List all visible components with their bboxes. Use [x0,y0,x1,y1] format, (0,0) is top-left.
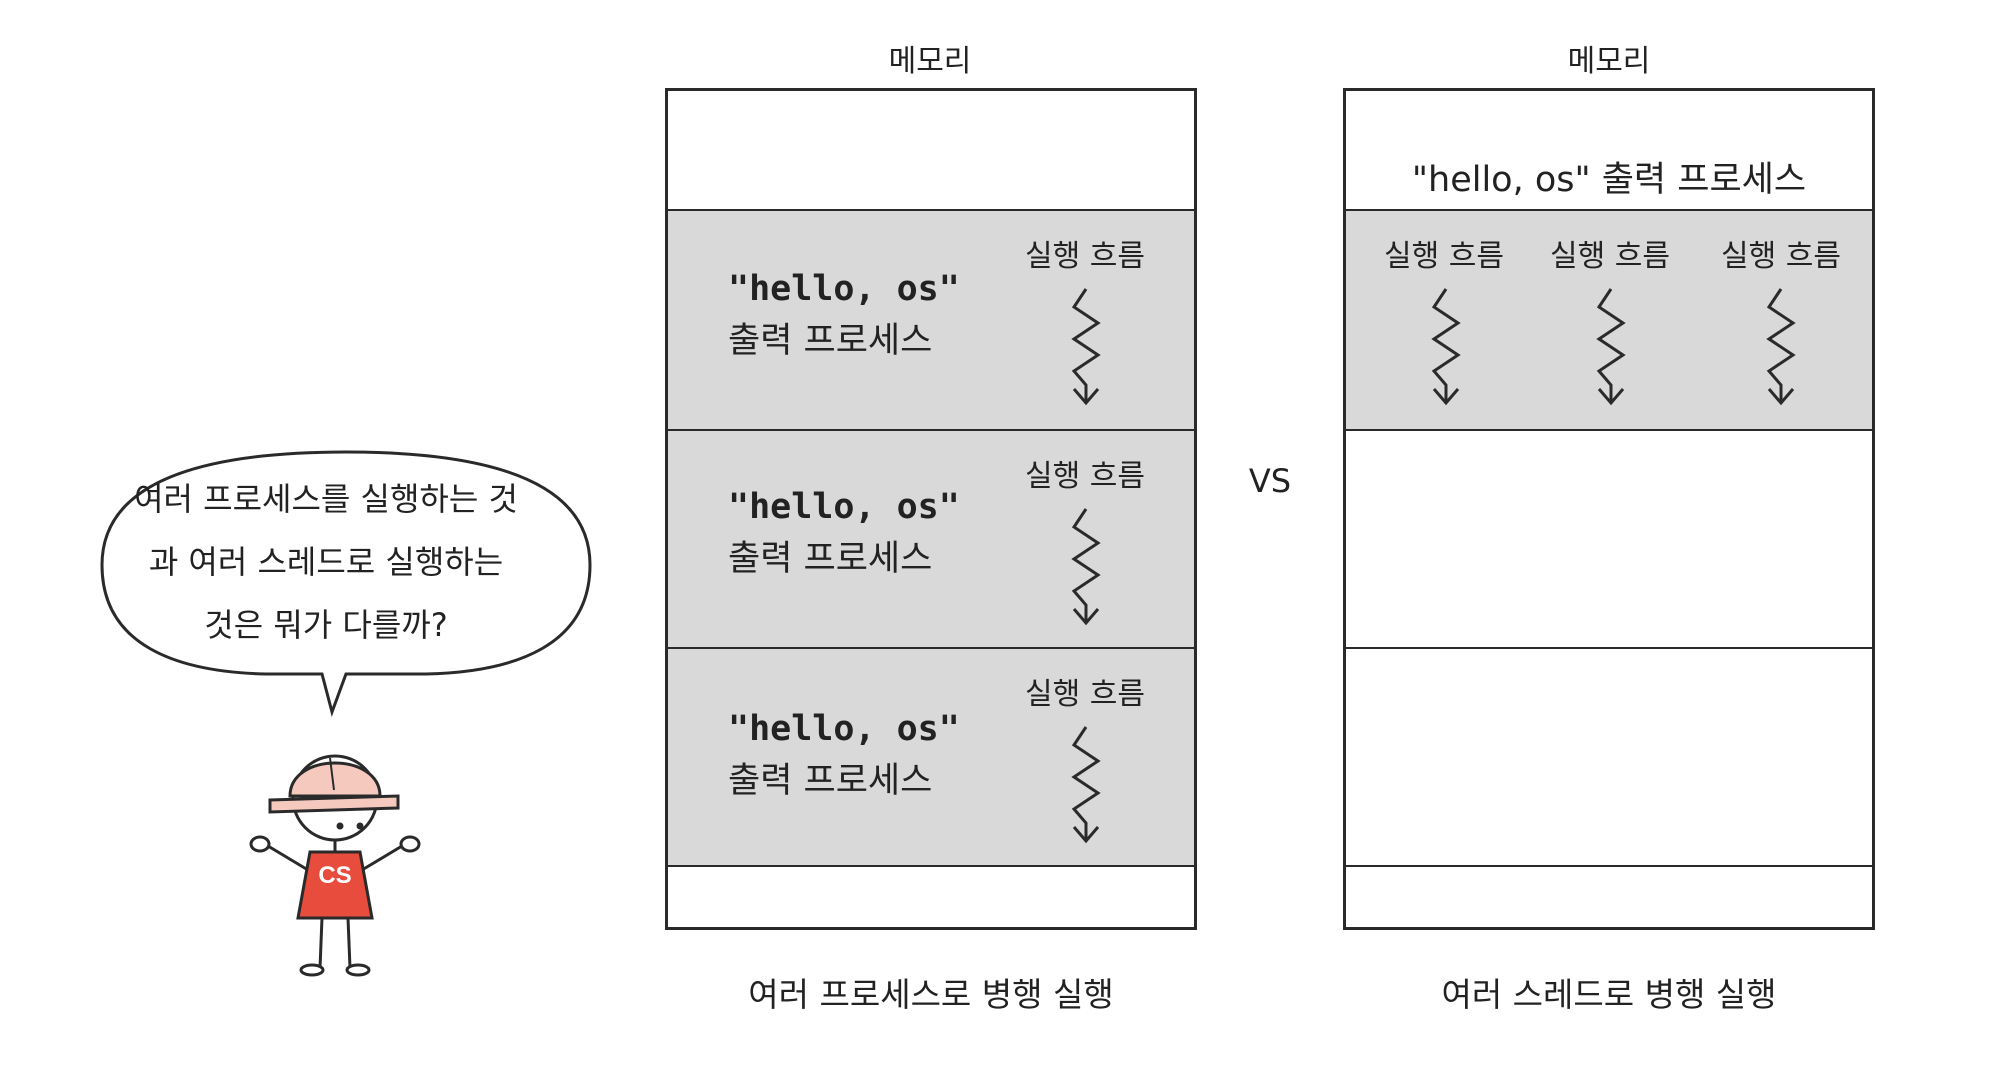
right-empty-1 [1346,429,1872,647]
process-2-desc: 출력 프로세스 [728,539,933,579]
bubble-line-3: 것은 뭐가 다를까? [204,606,448,644]
process-2-flow-label: 실행 흐름 [1025,459,1145,494]
bubble-line-1: 여러 프로세스를 실행하는 것 [134,480,518,518]
left-process-2: "hello, os" 출력 프로세스 실행 흐름 [668,429,1194,647]
shirt-logo: CS [318,862,352,889]
right-threads-area: 실행 흐름 실행 흐름 실행 흐름 [1346,209,1872,429]
vs-label: VS [1248,462,1292,500]
process-3-name: "hello, os" [728,709,960,749]
right-process-header: "hello, os" 출력 프로세스 [1346,91,1872,209]
flow-arrow-icon [1071,288,1101,406]
bubble-line-2: 과 여러 스레드로 실행하는 [148,543,504,581]
flow-arrow-icon [1071,508,1101,626]
speech-bubble [100,450,592,717]
process-1-name: "hello, os" [728,269,960,309]
flow-arrow-icon [1596,288,1626,406]
character-illustration [249,754,421,977]
thread-2-flow-label: 실행 흐름 [1550,239,1670,274]
process-2-name: "hello, os" [728,487,960,527]
process-3-flow-label: 실행 흐름 [1025,677,1145,712]
right-memory-label: 메모리 [1567,44,1651,79]
left-memory-label: 메모리 [888,44,972,79]
process-1-flow-label: 실행 흐름 [1025,239,1145,274]
process-1-desc: 출력 프로세스 [728,321,933,361]
right-empty-bottom [1346,865,1872,927]
left-empty-top [668,91,1194,209]
right-empty-2 [1346,647,1872,865]
process-3-desc: 출력 프로세스 [728,761,933,801]
right-caption: 여러 스레드로 병행 실행 [1441,975,1777,1014]
left-process-1: "hello, os" 출력 프로세스 실행 흐름 [668,209,1194,429]
right-process-label: "hello, os" 출력 프로세스 [1411,160,1807,200]
speech-bubble-text: 여러 프로세스를 실행하는 것 과 여러 스레드로 실행하는 것은 뭐가 다를까… [110,468,542,657]
thread-3-flow-label: 실행 흐름 [1721,239,1841,274]
left-caption: 여러 프로세스로 병행 실행 [748,975,1114,1014]
flow-arrow-icon [1071,726,1101,844]
right-memory-box: "hello, os" 출력 프로세스 실행 흐름 실행 흐름 실행 흐름 [1343,88,1875,930]
flow-arrow-icon [1431,288,1461,406]
flow-arrow-icon [1766,288,1796,406]
left-memory-box: "hello, os" 출력 프로세스 실행 흐름 "hello, os" 출력… [665,88,1197,930]
left-process-3: "hello, os" 출력 프로세스 실행 흐름 [668,647,1194,865]
left-empty-bottom [668,865,1194,927]
thread-1-flow-label: 실행 흐름 [1384,239,1504,274]
